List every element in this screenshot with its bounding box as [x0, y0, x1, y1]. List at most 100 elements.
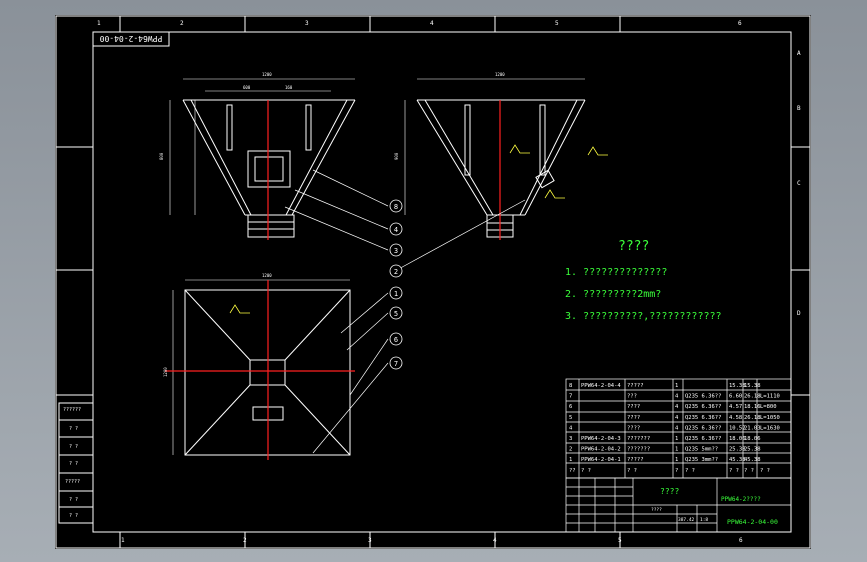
bom-cell-no: 3	[569, 436, 572, 442]
bom-cell-no: 8	[569, 383, 572, 389]
cad-drawing: 1 2 3 4 5 6 1 2 3 4 5 6 A B C D PPW64-2-…	[55, 15, 811, 549]
bom-cell-code: ? ?	[581, 468, 591, 474]
balloons	[389, 199, 403, 370]
title-block	[565, 477, 792, 533]
bom-cell-w2: 25.38	[744, 447, 761, 453]
bom-cell-qty: 1	[675, 447, 678, 453]
bom-cell-material: Q235 6.36??	[685, 425, 721, 431]
dimension-text: 1200	[262, 273, 272, 278]
side-label: ? ?	[69, 444, 78, 450]
balloon-number: 6	[394, 336, 398, 344]
balloon-number: 8	[394, 203, 398, 211]
leader-lines	[284, 169, 526, 454]
front-dimensions	[169, 78, 355, 215]
bom-cell-w1: 6.60	[729, 394, 742, 400]
grid-col-label: 1	[97, 20, 101, 27]
bom-cell-note: L=1110	[760, 394, 780, 400]
grid-row-label: B	[797, 105, 801, 112]
bom-cell-w1: 4.57	[729, 404, 742, 410]
bom-cell-material: Q235 6.36??	[685, 415, 721, 421]
bom-cell-note: L=1050	[760, 415, 780, 421]
bom-cell-w1: 10.52	[729, 425, 746, 431]
bom-cell-name: ?????	[627, 457, 644, 463]
bom-cell-name: ?????	[627, 383, 644, 389]
bom-cell-w1: ? ?	[729, 468, 739, 474]
bom-cell-w1: 15.38	[729, 383, 746, 389]
grid-col-label: 1	[121, 537, 125, 544]
dimension-text: 1200	[262, 72, 272, 77]
bom-cell-w2: 45.38	[744, 457, 761, 463]
balloon-number: 4	[394, 226, 398, 234]
inner-frame	[92, 31, 792, 533]
bom-cell-name: ???	[627, 394, 637, 400]
bom-cell-qty: ?	[675, 468, 678, 474]
bom-cell-name: ? ?	[627, 468, 637, 474]
bom-cell-material: Q235 6.36??	[685, 394, 721, 400]
bom-cell-qty: 4	[675, 394, 679, 400]
grid-col-label: 3	[305, 20, 309, 27]
bom-cell-qty: 1	[675, 457, 678, 463]
bom-cell-w1: 18.06	[729, 436, 746, 442]
grid-col-label: 4	[493, 537, 497, 544]
bom-cell-w2: 15.38	[744, 383, 761, 389]
bom-cell-w1: 25.38	[729, 447, 746, 453]
designer-field: ????	[651, 507, 662, 513]
note-line: 1. ??????????????	[565, 267, 667, 278]
bom-cell-no: ??	[569, 468, 576, 474]
bom-cell-w2: 21.03	[744, 425, 761, 431]
bom-cell-w2: 26.18	[744, 415, 761, 421]
bom-cell-no: 4	[569, 425, 573, 431]
grid-row-label: D	[797, 310, 801, 317]
grid-col-label: 5	[618, 537, 622, 544]
bom-cell-note: ? ?	[760, 468, 770, 474]
side-label: ?????	[65, 479, 80, 485]
bom-cell-name: ???????	[627, 447, 650, 453]
code-label-rotated: PPW64-2-04-00	[100, 34, 163, 43]
dimension-text: 1200	[163, 367, 168, 377]
bom-cell-name: ???????	[627, 436, 650, 442]
bom-cell-qty: 1	[675, 383, 678, 389]
dimension-text: 1200	[495, 72, 505, 77]
grid-col-label: 5	[555, 20, 559, 27]
bom-cell-name: ????	[627, 404, 640, 410]
bom-cell-w2: 26.18	[744, 394, 761, 400]
side-label: ? ?	[69, 426, 78, 432]
front-view	[182, 99, 356, 238]
bom-cell-no: 1	[569, 457, 572, 463]
bom-cell-name: ????	[627, 425, 640, 431]
bom-cell-material: Q235 6.36??	[685, 436, 721, 442]
bom-cell-material: ? ?	[685, 468, 695, 474]
bom-cell-code: PPW64-2-04-1	[581, 457, 621, 463]
bom-cell-material: Q235 6.36??	[685, 404, 721, 410]
side-view	[416, 99, 586, 238]
bom-cell-qty: 4	[675, 404, 679, 410]
scale: 1:8	[700, 517, 708, 523]
bom-cell-qty: 4	[675, 415, 679, 421]
drawing-sheet: 1 2 3 4 5 6 1 2 3 4 5 6 A B C D PPW64-2-…	[55, 15, 811, 549]
grid-col-label: 2	[243, 537, 247, 544]
balloon-number: 5	[394, 310, 398, 318]
drawing-number: PPW64-2-04-00	[727, 518, 778, 526]
bom-cell-w1: 45.38	[729, 457, 746, 463]
balloon-number: 7	[394, 360, 398, 368]
bom-cell-no: 5	[569, 415, 572, 421]
grid-col-label: 3	[368, 537, 372, 544]
bom-cell-note: L=800	[760, 404, 777, 410]
grid-col-label: 6	[739, 537, 743, 544]
bom-cell-material: Q235 5mm??	[685, 447, 718, 453]
code-label-box: PPW64-2-04-00	[92, 31, 170, 47]
balloon-number: 2	[394, 268, 398, 276]
bom-cell-material: Q235 3mm??	[685, 457, 718, 463]
company-name: PPW64-2????	[721, 496, 761, 503]
grid-labels: 1 2 3 4 5 6 1 2 3 4 5 6 A B C D	[97, 20, 801, 544]
notes-heading: ????	[618, 239, 649, 254]
bom-cell-qty: 1	[675, 436, 678, 442]
dimension-text: 160	[285, 85, 293, 90]
bom-cell-w2: ? ?	[744, 468, 754, 474]
dimension-text: 800	[159, 152, 164, 160]
dimension-text: 600	[243, 85, 251, 90]
weight: 387.42	[678, 517, 695, 523]
bom-cell-name: ????	[627, 415, 640, 421]
plan-view	[172, 279, 351, 456]
